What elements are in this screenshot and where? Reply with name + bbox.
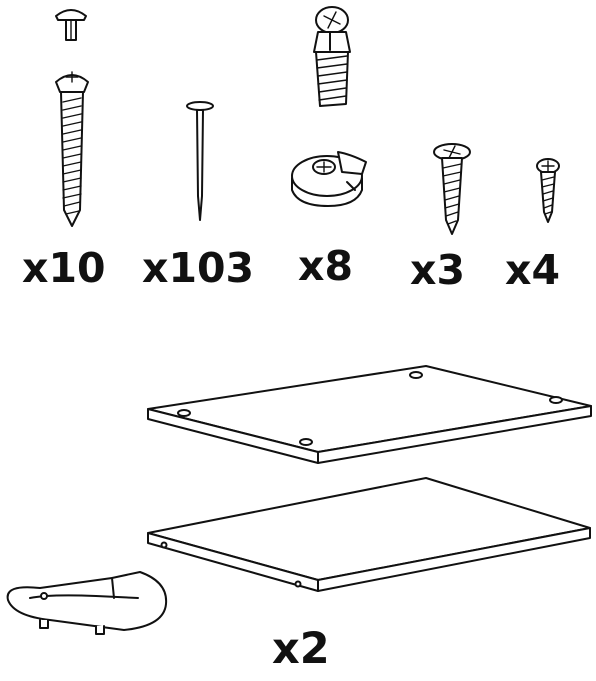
quantity-label-x4: x4	[505, 246, 560, 294]
wood-screw-large-icon	[433, 143, 471, 235]
quantity-label-x3: x3	[410, 246, 465, 294]
long-screw-icon	[55, 71, 89, 227]
quantity-label-x2: x2	[272, 624, 330, 674]
quantity-label-x10: x10	[22, 244, 106, 292]
shelf-board-bottom-icon	[147, 477, 591, 592]
nail-icon	[186, 101, 214, 221]
wood-screw-small-icon	[536, 158, 560, 223]
cam-lock-icon	[291, 151, 367, 207]
quantity-label-x103: x103	[142, 244, 255, 292]
quantity-label-x8: x8	[298, 242, 353, 290]
shelf-clip-icon	[6, 571, 168, 635]
push-pin-icon	[55, 9, 87, 41]
shelf-board-top-icon	[147, 365, 592, 464]
cam-bolt-icon	[313, 6, 351, 107]
